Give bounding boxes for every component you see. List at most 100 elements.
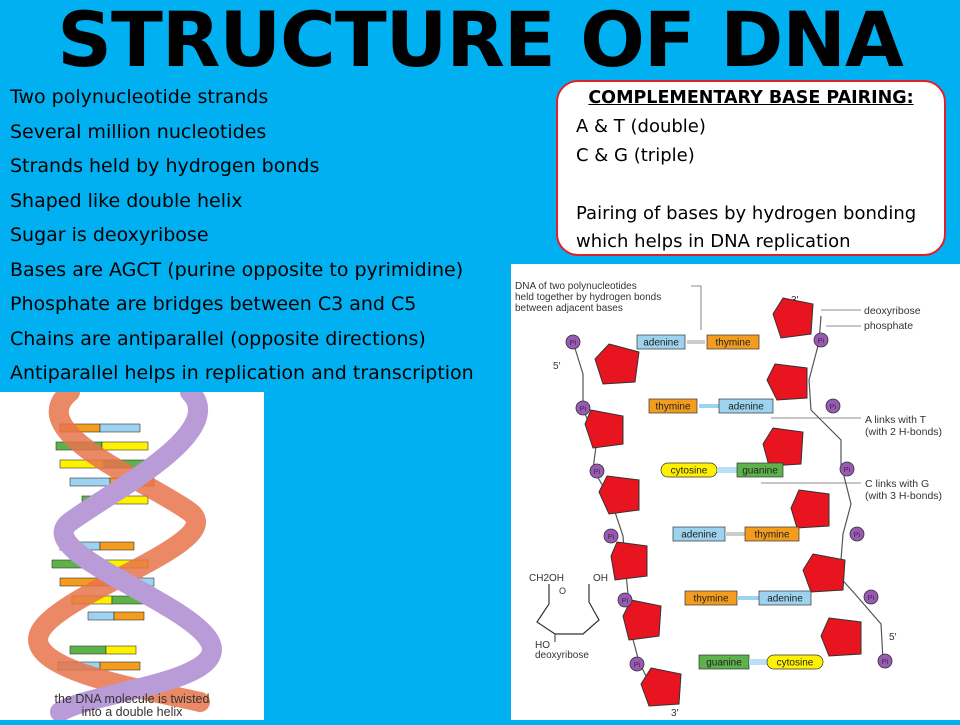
phosphate-circle (839, 461, 855, 477)
sugar-pentagon (640, 667, 682, 707)
base-pair-bar (87, 611, 115, 621)
base-pair-bar (113, 611, 145, 621)
base-label: guanine (742, 466, 778, 477)
hydrogen-bond (737, 596, 759, 600)
phosphate-label: Pi (882, 657, 889, 666)
hydrogen-bond (749, 659, 771, 665)
helix-caption: into a double helix (82, 705, 184, 719)
formula-name: deoxyribose (535, 650, 589, 661)
bullet-item: Shaped like double helix (10, 189, 243, 212)
phosphate-label: Pi (868, 593, 875, 602)
base-label: guanine (706, 658, 742, 669)
callout-line: C & G (triple) (576, 145, 695, 166)
end-label-3-bottom: 3′ (671, 708, 679, 719)
callout-line: which helps in DNA replication (576, 231, 851, 252)
dna-ladder-figure: DNA of two polynucleotides held together… (511, 264, 960, 720)
phosphate-circle (813, 332, 829, 348)
base-pair-bar (99, 661, 141, 671)
base-label: adenine (728, 402, 764, 413)
bullet-item: Several million nucleotides (10, 120, 267, 143)
phosphate-label: Pi (608, 532, 615, 541)
sugar-pentagon (772, 297, 814, 339)
bullet-item: Antiparallel helps in replication and tr… (10, 362, 474, 384)
bullet-list: Two polynucleotide strands Several milli… (10, 80, 474, 391)
base-adenine (718, 398, 774, 414)
sugar-pentagon (766, 363, 808, 401)
base-label: adenine (643, 338, 679, 349)
phosphate-circle (863, 589, 879, 605)
base-pair-bar (99, 541, 135, 551)
helix-caption: the DNA molecule is twisted (55, 692, 210, 706)
phosphate-circle (617, 592, 633, 608)
base-thymine (706, 334, 760, 350)
base-pair-bar (101, 441, 149, 451)
formula-oh: OH (593, 573, 608, 584)
phosphate-circle (849, 526, 865, 542)
double-helix-illustration: the DNA molecule is twisted into a doubl… (28, 382, 222, 722)
formula-bonds (536, 584, 600, 635)
formula-ch2oh: CH2OH (529, 573, 564, 584)
base-label: adenine (767, 594, 803, 605)
helix-strand-purple (50, 382, 222, 722)
sugar-pentagon (598, 475, 640, 515)
base-label: thymine (655, 402, 690, 413)
label-phosphate: phosphate (864, 320, 913, 332)
bullet-item: Phosphate are bridges between C3 and C5 (10, 293, 417, 315)
base-label: thymine (754, 530, 789, 541)
phosphate-circle (825, 398, 841, 414)
bullet-item: Two polynucleotide strands (10, 86, 269, 108)
bullet-item: Chains are antiparallel (opposite direct… (10, 327, 426, 350)
label-at-link: A links with T (865, 414, 927, 426)
annotation-text: DNA of two polynucleotides (515, 281, 637, 292)
callout-heading: COMPLEMENTARY BASE PAIRING: (588, 88, 914, 108)
phosphate-label: Pi (818, 336, 825, 345)
sugar-pentagon (622, 599, 662, 641)
phosphate-label: Pi (622, 596, 629, 605)
base-pair-bar (99, 423, 141, 433)
annotation-leader (691, 285, 702, 330)
base-label: thymine (715, 338, 750, 349)
bullet-item: Strands held by hydrogen bonds (10, 155, 320, 177)
hydrogen-bond (717, 467, 737, 473)
slide-title: STRUCTURE OF DNA (57, 0, 904, 84)
base-thymine (744, 526, 800, 542)
phosphate-label: Pi (634, 660, 641, 669)
deoxyribose-structure: CH2OH OH O HO deoxyribose (529, 573, 608, 661)
formula-o: O (559, 586, 566, 596)
phosphate-circle (877, 653, 893, 669)
sugar-pentagon (610, 541, 648, 581)
end-label-5-left: 5′ (553, 361, 561, 372)
phosphate-label: Pi (580, 404, 587, 413)
phosphate-label: Pi (594, 467, 601, 476)
end-label-5-right: 5′ (889, 632, 897, 643)
base-pair-bar (69, 477, 111, 487)
phosphate-label: Pi (570, 338, 577, 347)
dna-ladder-diagram: DNA of two polynucleotides held together… (515, 281, 942, 719)
hydrogen-bond (725, 532, 745, 536)
sugar-pentagon (820, 617, 862, 657)
phosphate-circle (589, 463, 605, 479)
bullet-item: Sugar is deoxyribose (10, 224, 209, 246)
bullet-item: Bases are AGCT (purine opposite to pyrim… (10, 258, 464, 281)
base-label: cytosine (671, 466, 708, 477)
phosphate-circle (565, 334, 581, 350)
label-cg-link: C links with G (865, 478, 929, 490)
annotation-text: between adjacent bases (515, 303, 623, 314)
label-at-link: (with 2 H-bonds) (865, 426, 942, 438)
base-pair-bar (69, 645, 107, 655)
base-label: thymine (693, 594, 728, 605)
phosphate-label: Pi (844, 465, 851, 474)
sugar-pentagon (762, 427, 804, 467)
callout-line: Pairing of bases by hydrogen bonding (576, 203, 917, 224)
double-helix-figure: the DNA molecule is twisted into a doubl… (0, 382, 264, 722)
base-adenine (636, 334, 686, 350)
right-backbone (808, 315, 884, 661)
phosphate-label: Pi (830, 402, 837, 411)
phosphate-circle (575, 400, 591, 416)
base-pair-bar (105, 645, 137, 655)
hydrogen-bond (687, 340, 705, 344)
sugar-pentagon (790, 489, 830, 529)
phosphate-circle (603, 528, 619, 544)
base-thymine (648, 398, 698, 414)
base-label: adenine (681, 530, 717, 541)
